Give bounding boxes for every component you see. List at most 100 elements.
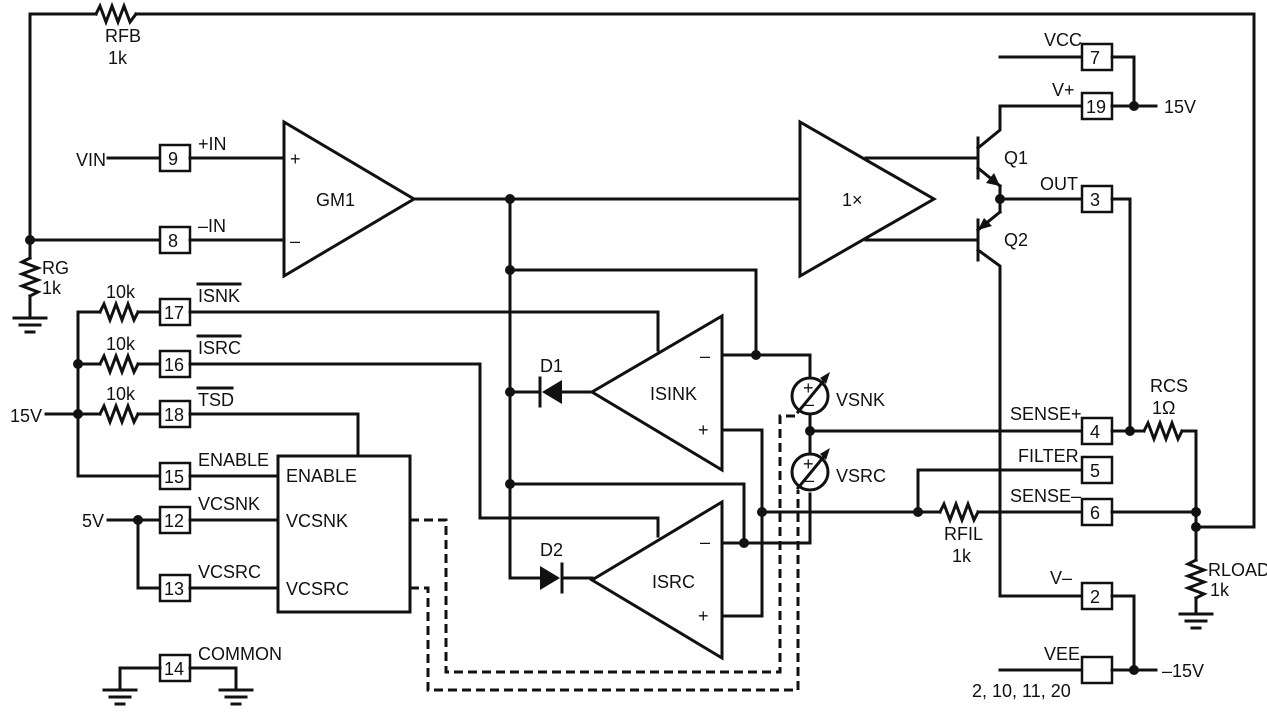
vin-label: VIN — [76, 150, 106, 170]
pin-3-number: 3 — [1090, 190, 1100, 210]
vee-label: VEE — [1044, 644, 1080, 664]
common-label: COMMON — [198, 644, 282, 664]
rfil-label: RFIL — [944, 524, 983, 544]
vsnk-label: VSNK — [836, 390, 885, 410]
pin-13-number: 13 — [164, 579, 184, 599]
rcs-label: RCS — [1150, 376, 1188, 396]
v15-right-label: 15V — [1164, 97, 1196, 117]
rg-value: 1k — [42, 278, 62, 298]
q2-label: Q2 — [1004, 230, 1028, 250]
control-block — [276, 454, 412, 614]
d2-diode — [540, 566, 560, 590]
gm1-plus: + — [290, 149, 301, 169]
vsrc-source — [790, 448, 830, 492]
pin-8-number: 8 — [168, 231, 178, 251]
q2-transistor — [975, 209, 1003, 598]
pin-2 — [1080, 581, 1114, 611]
minus-in-label: –IN — [198, 216, 226, 236]
pin-6 — [1080, 497, 1114, 527]
vee-pins-label: 2, 10, 11, 20 — [972, 681, 1071, 701]
r-isnk-value: 10k — [106, 282, 136, 302]
block-vcsrc-label: VCSRC — [286, 579, 349, 599]
d2-label: D2 — [540, 540, 563, 560]
d1-diode — [542, 380, 562, 404]
vcsrc-pin-label: VCSRC — [198, 562, 261, 582]
vsrc-plus: + — [803, 454, 814, 474]
isink-label: ISINK — [650, 384, 697, 404]
rfb-label: RFB — [105, 26, 141, 46]
rcs-value: 1Ω — [1152, 398, 1175, 418]
pin-19 — [1080, 91, 1114, 121]
pin-12-number: 12 — [164, 511, 184, 531]
vcsrc-control-dashed — [410, 490, 800, 692]
pin-7-number: 7 — [1090, 48, 1100, 68]
rg-label: RG — [42, 258, 69, 278]
pin-7 — [1080, 42, 1114, 72]
isink-amplifier — [589, 313, 724, 473]
vsrc-minus: – — [804, 470, 814, 490]
r-tsd-value: 10k — [106, 384, 136, 404]
pin-4-number: 4 — [1090, 422, 1100, 442]
vplus-label: V+ — [1052, 80, 1075, 100]
tsd-flag-label: TSD — [198, 390, 234, 410]
pin-4 — [1080, 416, 1114, 446]
pin-9 — [158, 143, 192, 173]
enable-pin-label: ENABLE — [198, 450, 269, 470]
isrc-amplifier — [589, 499, 724, 661]
gm1-amplifier — [282, 119, 417, 279]
block-enable-label: ENABLE — [286, 466, 357, 486]
sense-minus-label: SENSE– — [1010, 486, 1081, 506]
gm1-label: GM1 — [316, 190, 355, 210]
vcc-label: VCC — [1044, 30, 1082, 50]
isrc-flag-label: ISRC — [198, 338, 241, 358]
rload-value: 1k — [1210, 580, 1230, 600]
pin-9-number: 9 — [168, 149, 178, 169]
pin-12 — [158, 505, 192, 535]
q1-label: Q1 — [1004, 148, 1028, 168]
pin-5 — [1080, 455, 1114, 485]
v15-left-label: 15V — [10, 406, 42, 426]
d1-label: D1 — [540, 356, 563, 376]
vsrc-label: VSRC — [836, 466, 886, 486]
pin-17-number: 17 — [164, 303, 184, 323]
vcsnk-control-dashed — [410, 414, 798, 674]
isnk-flag-label: ISNK — [198, 286, 240, 306]
pin-15 — [158, 461, 192, 491]
feedback-wiring — [28, 1, 1256, 529]
out-label: OUT — [1040, 174, 1078, 194]
v5-label: 5V — [82, 511, 104, 531]
pin-17 — [158, 297, 192, 327]
buffer-label: 1× — [842, 190, 863, 210]
block-vcsnk-label: VCSNK — [286, 511, 348, 531]
r-isrc-value: 10k — [106, 334, 136, 354]
pin-5-number: 5 — [1090, 461, 1100, 481]
vsnk-source — [790, 372, 830, 416]
vsnk-minus: – — [804, 394, 814, 414]
rfil-value: 1k — [952, 546, 972, 566]
pin-6-number: 6 — [1090, 503, 1100, 523]
q1-transistor — [975, 108, 1003, 189]
pin-16-number: 16 — [164, 355, 184, 375]
rload-label: RLOAD — [1208, 560, 1267, 580]
sense-plus-label: SENSE+ — [1010, 404, 1082, 424]
isink-minus: – — [700, 346, 710, 366]
rload-resistor — [1178, 557, 1214, 630]
gm1-minus: – — [290, 231, 300, 251]
plus-in-label: +IN — [198, 134, 227, 154]
isrc-plus: + — [698, 606, 709, 626]
pin-19-number: 19 — [1086, 97, 1106, 117]
isrc-minus: – — [700, 532, 710, 552]
vsnk-plus: + — [803, 378, 814, 398]
vcsnk-pin-label: VCSNK — [198, 494, 260, 514]
isink-plus: + — [698, 420, 709, 440]
unity-buffer — [798, 119, 938, 279]
pin-13 — [158, 573, 192, 603]
isrc-label: ISRC — [652, 572, 695, 592]
pin-2-number: 2 — [1090, 587, 1100, 607]
vee-pin-box — [1080, 655, 1114, 685]
pin-14-number: 14 — [164, 659, 184, 679]
filter-label: FILTER — [1018, 446, 1079, 466]
vminus-label: V– — [1050, 568, 1072, 588]
rfb-value: 1k — [108, 48, 128, 68]
